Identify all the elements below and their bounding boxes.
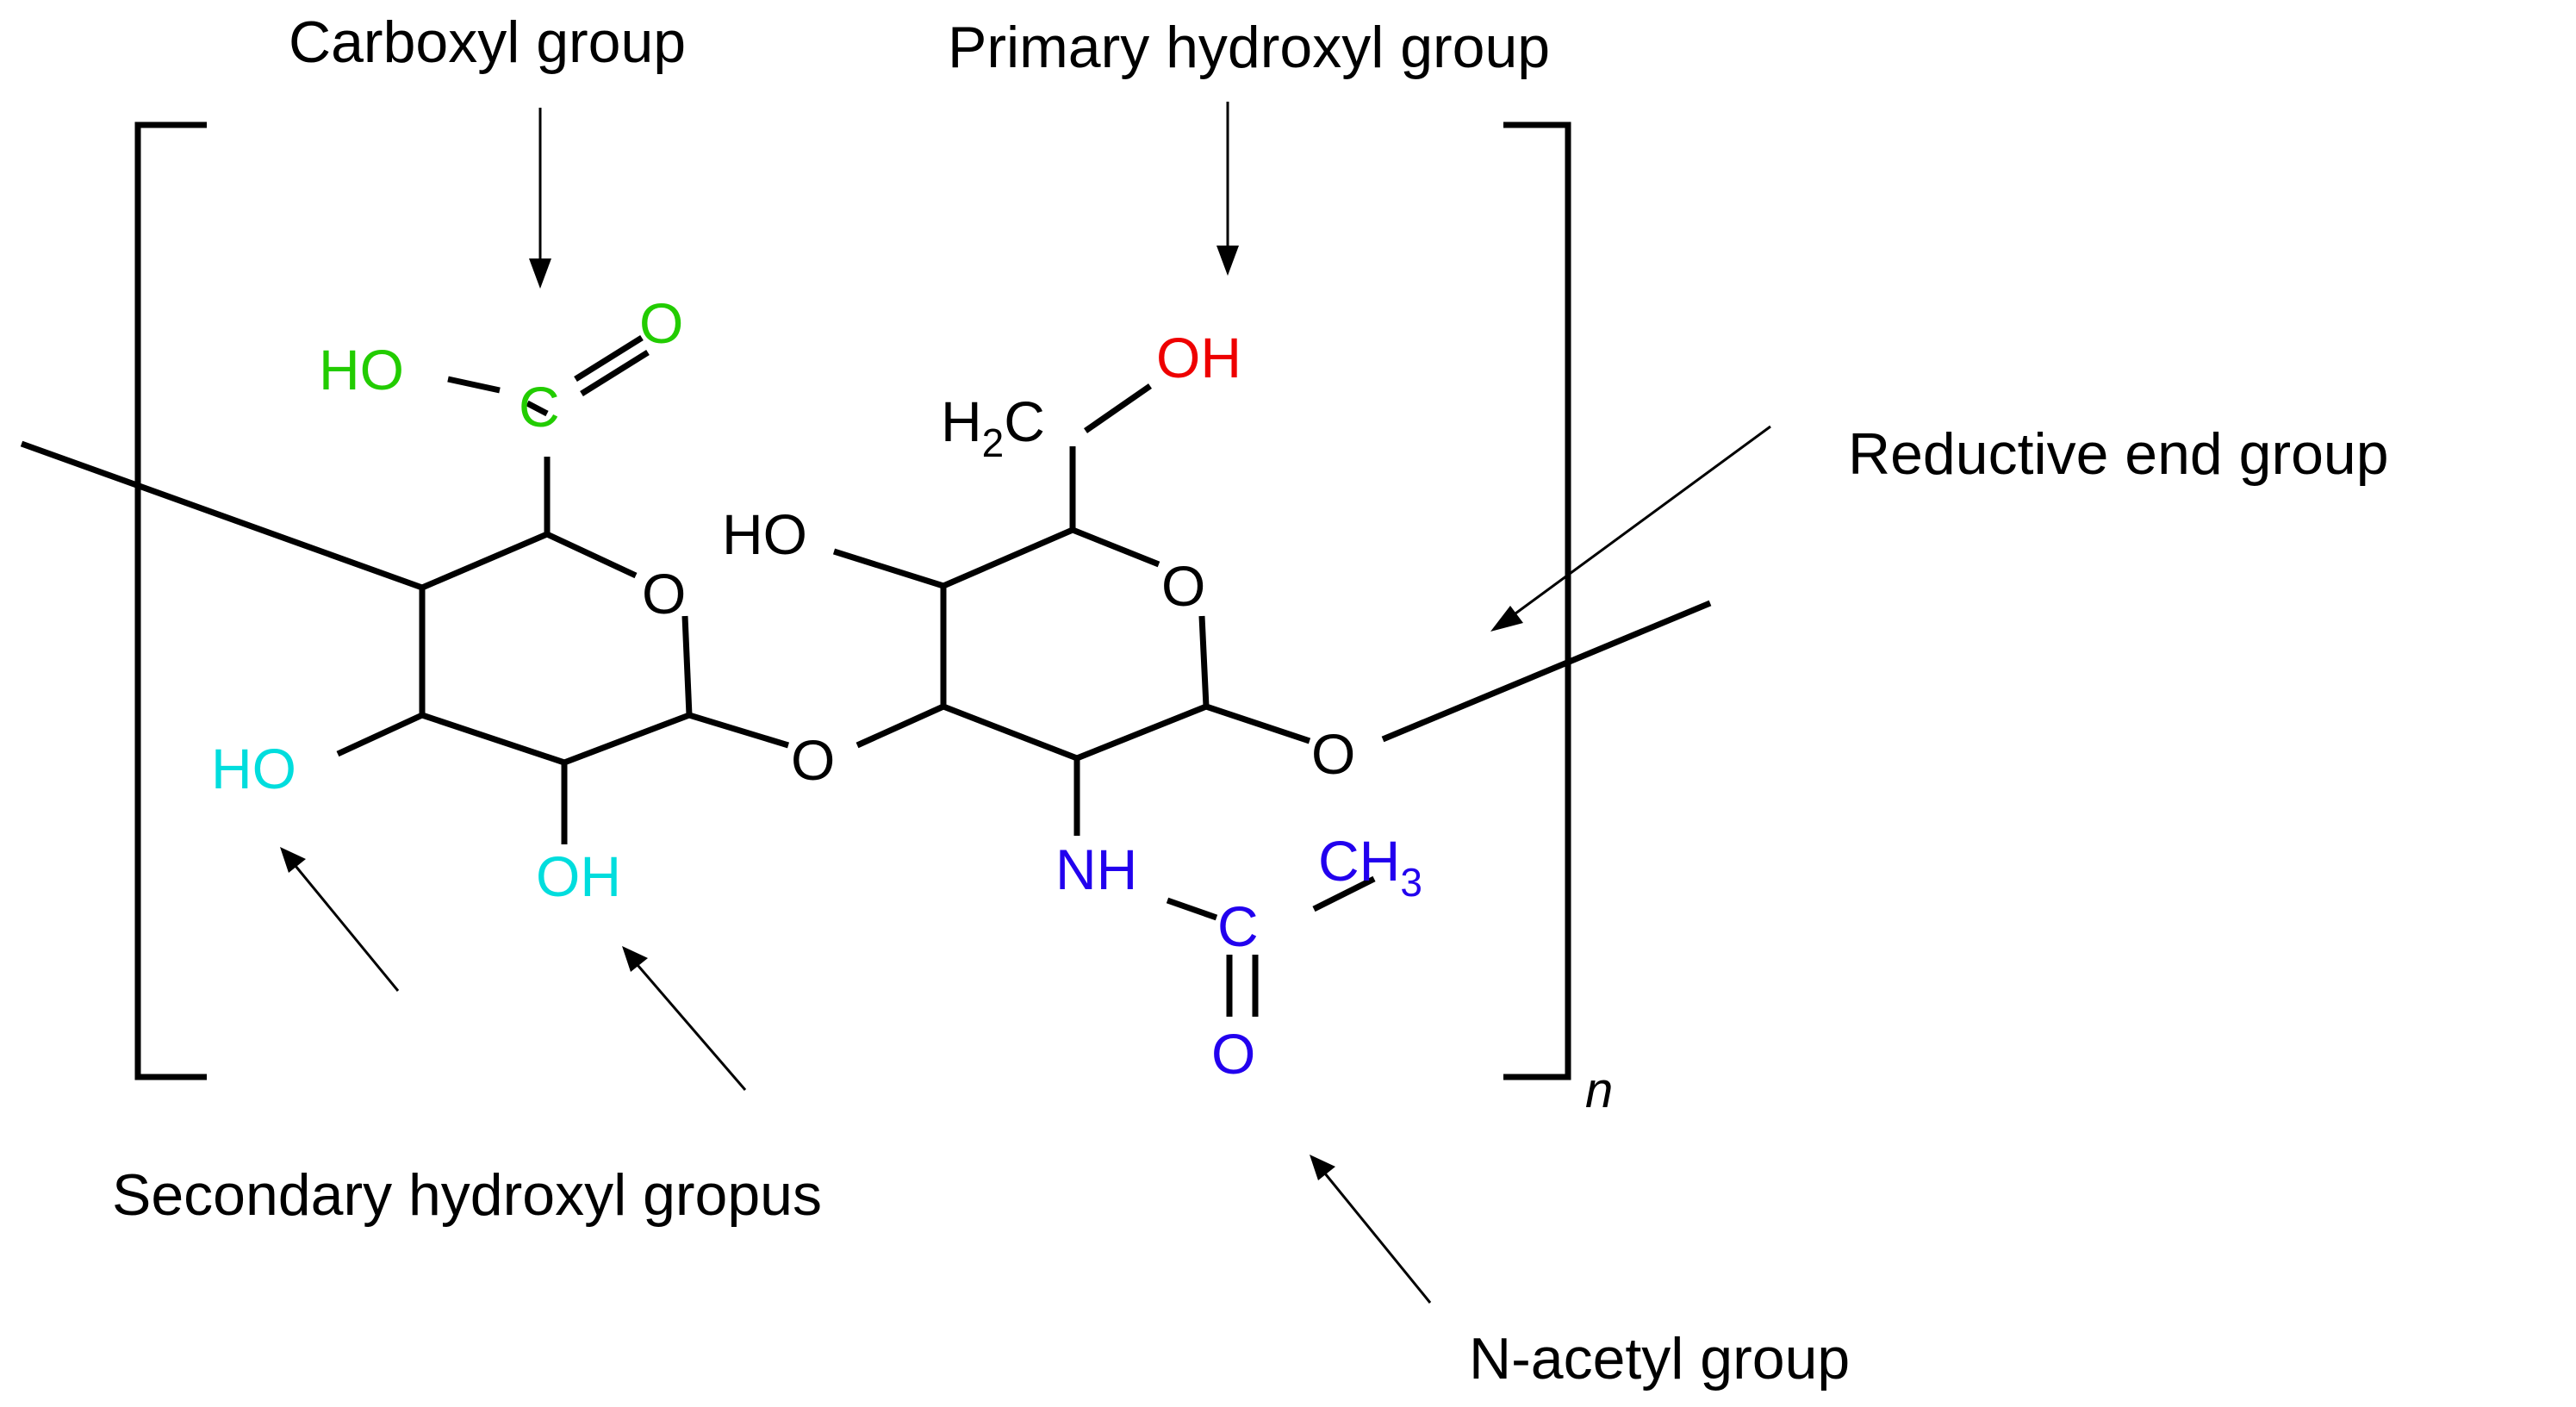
ring2-o-label: O xyxy=(1161,554,1205,618)
acetyl-c-label: C xyxy=(1217,894,1259,958)
secondary-hydroxyl-arrowhead-1 xyxy=(280,847,306,873)
atom-labels: HO C O O O HO OH HO H2C OH O O NH C O CH… xyxy=(211,291,1422,1086)
n-acetyl-arrowhead xyxy=(1310,1155,1335,1180)
acetyl-o-label: O xyxy=(1211,1022,1255,1086)
n-acetyl-arrow xyxy=(1323,1173,1432,1304)
carboxyl-arrowhead xyxy=(529,258,551,289)
ch2-h: H xyxy=(941,389,982,453)
secondary-hydroxyl-arrowhead-2 xyxy=(622,946,648,972)
left-bracket xyxy=(134,121,207,1080)
repeat-subscript-n: n xyxy=(1585,1062,1613,1118)
ch3-subscript: 3 xyxy=(1400,860,1422,905)
callout-arrows xyxy=(280,102,1771,1304)
primary-hydroxyl-group-label: Primary hydroxyl group xyxy=(948,15,1550,80)
n-acetyl-group-label: N-acetyl group xyxy=(1469,1326,1850,1391)
right-bracket xyxy=(1503,121,1571,1080)
ring2-ho-label: HO xyxy=(722,502,807,566)
glycosidic-o-label: O xyxy=(791,728,835,792)
reductive-end-group-label: Reductive end group xyxy=(1848,421,2389,487)
carboxyl-ho-label: HO xyxy=(319,338,404,402)
reductive-end-arrow xyxy=(1511,425,1771,618)
primary-hydroxyl-arrowhead xyxy=(1216,246,1239,276)
ch2-subscript: 2 xyxy=(982,420,1005,465)
ring1-ho-label: HO xyxy=(211,737,296,800)
carboxyl-c-label: C xyxy=(519,375,560,439)
carboxyl-group-label: Carboxyl group xyxy=(289,9,686,75)
callout-labels: Carboxyl group Primary hydroxyl group Re… xyxy=(112,9,2389,1391)
ch2-group-label: H2C xyxy=(941,389,1045,465)
secondary-hydroxyl-arrow-1 xyxy=(294,865,400,992)
reductive-end-arrowhead xyxy=(1490,606,1523,632)
ch2-c: C xyxy=(1004,389,1045,453)
carboxyl-o-label: O xyxy=(639,291,683,355)
ring1-o-label: O xyxy=(642,562,686,626)
ring1-oh-label: OH xyxy=(536,844,621,908)
end-o-label: O xyxy=(1311,722,1355,786)
primary-oh-label: OH xyxy=(1156,326,1241,389)
nh-label: NH xyxy=(1055,837,1137,901)
backbone-bonds xyxy=(20,335,1712,1017)
ch3-ch: CH xyxy=(1318,829,1400,893)
secondary-hydroxyl-groups-label: Secondary hydroxyl gropus xyxy=(112,1162,822,1228)
ch3-group-label: CH3 xyxy=(1318,829,1422,905)
secondary-hydroxyl-arrow-2 xyxy=(636,964,747,1091)
